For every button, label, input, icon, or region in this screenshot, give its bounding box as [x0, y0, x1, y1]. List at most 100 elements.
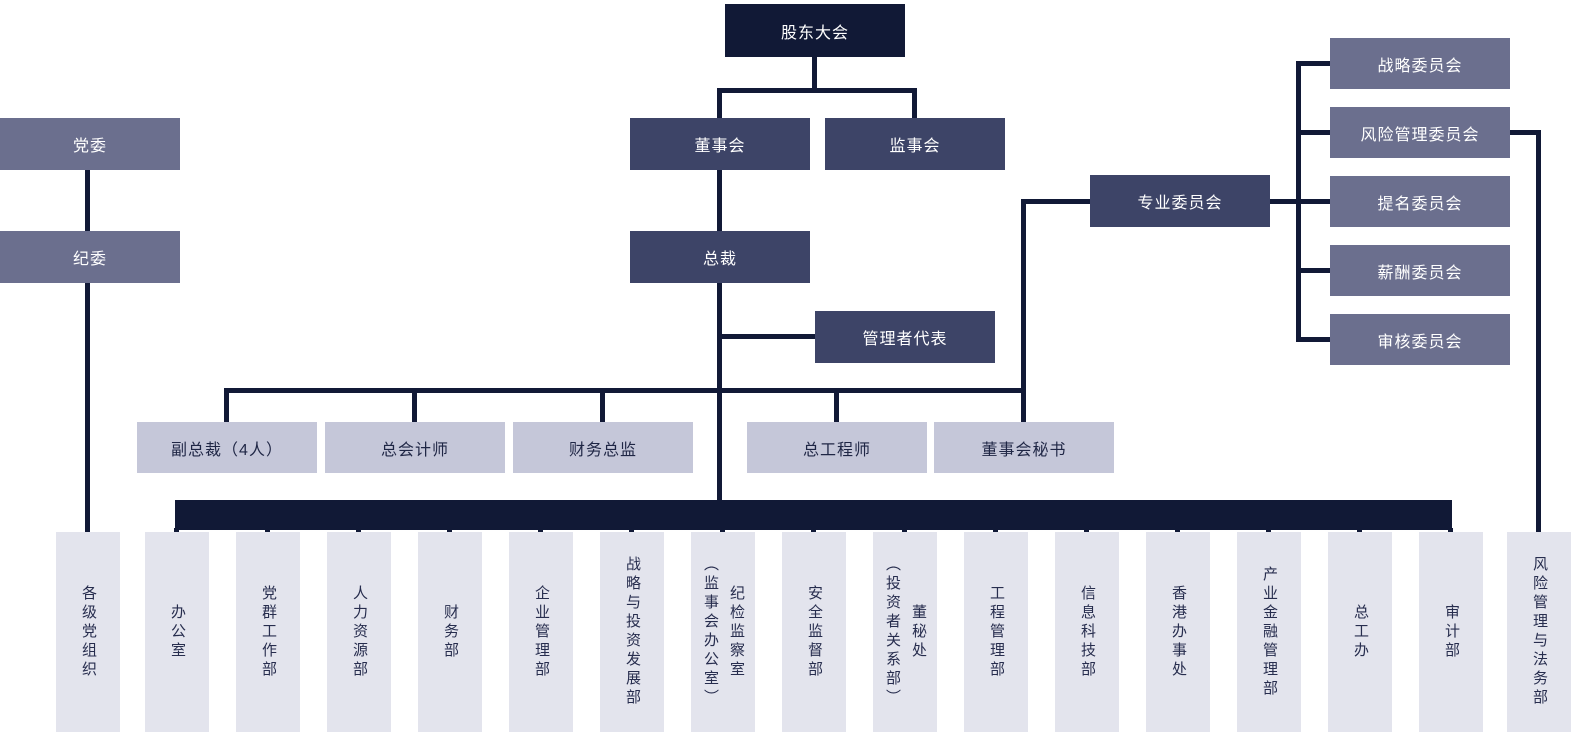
node-label: 总会计师	[380, 441, 449, 459]
connector-line	[1175, 528, 1180, 534]
node-audit-committee: 审核委员会	[1330, 314, 1510, 365]
connector-line	[717, 283, 722, 505]
node-label: 工程管理部	[988, 584, 1005, 680]
connector-line	[811, 528, 816, 534]
node-label: 股东大会	[780, 24, 849, 42]
connector-line	[600, 390, 605, 422]
connector-line	[629, 528, 634, 534]
node-label: 各级党组织	[80, 584, 97, 680]
node-label: 信息科技部	[1079, 584, 1096, 680]
node-party-organizations: 各级党组织	[56, 532, 120, 732]
node-dept-strategy-investment: 战略与投资发展部	[600, 532, 664, 732]
connector-line	[85, 283, 90, 532]
connector-line	[224, 388, 1026, 393]
node-dept-party-mass-work: 党群工作部	[236, 532, 300, 732]
node-president: 总裁	[630, 231, 810, 283]
connector-line	[1296, 337, 1330, 342]
node-dept-board-secretary-office: 董秘处 （投资者关系部）	[873, 532, 937, 732]
node-dept-human-resources: 人力资源部	[327, 532, 391, 732]
connector-line	[1536, 130, 1541, 532]
node-label: 战略委员会	[1377, 57, 1463, 75]
node-label: 安全监督部	[806, 584, 823, 680]
node-label: 管理者代表	[862, 331, 948, 348]
node-label: 香港办事处	[1170, 584, 1187, 680]
node-dept-safety-supervision: 安全监督部	[782, 532, 846, 732]
node-nomination-committee: 提名委员会	[1330, 176, 1510, 227]
connector-line	[1084, 528, 1089, 534]
node-discipline-committee: 纪委	[0, 231, 180, 283]
node-label: 总裁	[702, 251, 737, 268]
connector-line	[356, 528, 361, 534]
connector-line	[1448, 528, 1453, 534]
connector-line	[1510, 130, 1541, 135]
connector-line	[717, 88, 722, 118]
node-dept-finance: 财务部	[418, 532, 482, 732]
node-label: 纪委	[72, 251, 107, 268]
node-dept-risk-management-legal: 风险管理与法务部	[1507, 532, 1571, 732]
connector-line	[717, 334, 815, 339]
node-finance-director: 财务总监	[513, 422, 693, 473]
connector-line	[1296, 130, 1330, 135]
node-label: 产业金融管理部	[1261, 565, 1278, 699]
node-chief-accountant: 总会计师	[325, 422, 505, 473]
node-dept-industrial-finance: 产业金融管理部	[1237, 532, 1301, 732]
node-shareholders-meeting: 股东大会	[725, 4, 905, 57]
node-label: 企业管理部	[533, 584, 550, 680]
node-label: 薪酬委员会	[1377, 264, 1463, 282]
connector-line	[265, 528, 270, 534]
connector-line	[447, 528, 452, 534]
node-label: 战略与投资发展部	[624, 556, 641, 708]
node-label: 董秘处 （投资者关系部）	[884, 556, 927, 708]
node-management-representative: 管理者代表	[815, 311, 995, 363]
node-supervisory-board: 监事会	[825, 118, 1005, 170]
connector-line	[834, 390, 839, 422]
connector-line	[1266, 528, 1271, 534]
node-label: 风险管理与法务部	[1531, 556, 1548, 708]
node-label: 监事会	[889, 138, 941, 155]
node-label: 总工程师	[802, 441, 871, 459]
node-label: 财务总监	[568, 441, 637, 459]
node-dept-chief-engineer-office: 总工办	[1328, 532, 1392, 732]
connector-line	[993, 528, 998, 534]
node-dept-hong-kong-office: 香港办事处	[1146, 532, 1210, 732]
node-dept-information-technology: 信息科技部	[1055, 532, 1119, 732]
node-professional-committees: 专业委员会	[1090, 175, 1270, 227]
connector-line	[1296, 61, 1301, 342]
node-label: 办公室	[169, 603, 186, 661]
connector-line	[174, 528, 179, 534]
connector-line	[1296, 268, 1330, 273]
connector-line	[224, 390, 229, 422]
connector-line	[1021, 199, 1090, 204]
node-label: 财务部	[442, 603, 459, 661]
node-label: 纪检监察室 （监事会办公室）	[702, 556, 745, 708]
connector-line	[85, 170, 90, 231]
node-dept-audit: 审计部	[1419, 532, 1483, 732]
connector-line	[717, 170, 722, 231]
connector-line	[1357, 528, 1362, 534]
node-party-committee: 党委	[0, 118, 180, 170]
connector-line	[412, 390, 417, 422]
connector-line	[912, 88, 917, 118]
node-label: 审计部	[1443, 603, 1460, 661]
node-chief-engineer: 总工程师	[747, 422, 927, 473]
node-label: 董事会秘书	[981, 441, 1067, 459]
node-label: 专业委员会	[1137, 195, 1223, 212]
node-dept-general-office: 办公室	[145, 532, 209, 732]
node-dept-enterprise-management: 企业管理部	[509, 532, 573, 732]
node-board-secretary: 董事会秘书	[934, 422, 1114, 473]
node-label: 风险管理委员会	[1360, 126, 1480, 144]
node-vice-presidents: 副总裁（4人）	[137, 422, 317, 473]
node-label: 提名委员会	[1377, 195, 1463, 213]
department-bus-bar	[175, 500, 1452, 530]
connector-line	[538, 528, 543, 534]
connector-line	[720, 528, 725, 534]
node-dept-engineering-management: 工程管理部	[964, 532, 1028, 732]
node-label: 党群工作部	[260, 584, 277, 680]
node-dept-discipline-inspection: 纪检监察室 （监事会办公室）	[691, 532, 755, 732]
node-label: 审核委员会	[1377, 333, 1463, 351]
connector-line	[812, 57, 817, 93]
node-label: 董事会	[694, 138, 746, 155]
node-label: 副总裁（4人）	[171, 441, 283, 459]
connector-line	[1021, 199, 1026, 422]
